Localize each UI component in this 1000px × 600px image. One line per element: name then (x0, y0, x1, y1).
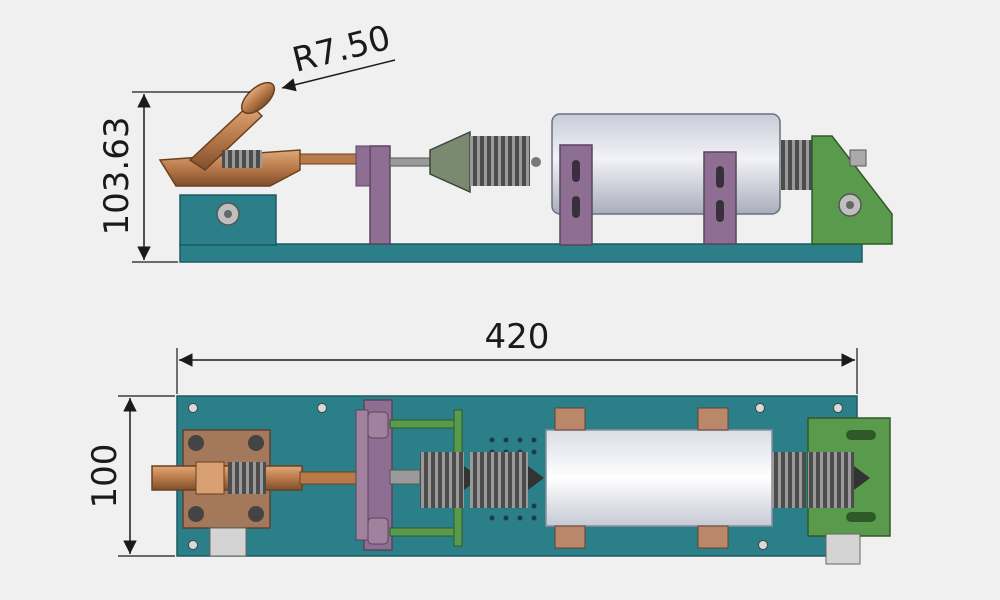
dim-side-height-label: 103.63 (97, 117, 137, 236)
side-spring-2 (780, 140, 814, 190)
top-clamp-spring (228, 462, 266, 494)
top-clamp-body (151, 465, 303, 491)
dim-side-height: 103.63 (97, 91, 250, 263)
side-spring-1 (470, 136, 530, 186)
side-clamp-lever (188, 102, 264, 171)
top-view (151, 395, 891, 565)
dim-top-width: 100 (85, 395, 175, 557)
side-lever-handle (240, 81, 276, 115)
side-base-plate (179, 243, 863, 263)
side-bracket-green (811, 135, 893, 245)
side-bracket-purple-1 (369, 145, 391, 245)
dim-top-length-label: 420 (485, 317, 550, 357)
top-spring-1 (420, 452, 464, 508)
top-bolt-right (825, 533, 861, 565)
top-spring-2 (470, 452, 528, 508)
side-bracket-purple-3 (703, 151, 737, 245)
side-view (158, 81, 893, 263)
side-clamp-spring (222, 150, 262, 168)
dim-top-length: 420 (176, 317, 858, 394)
top-bolt-left (209, 527, 247, 557)
side-nozzle (429, 130, 471, 194)
dim-radius: R7.50 (281, 18, 396, 92)
top-cylinder-clamp-2 (697, 407, 729, 431)
dim-radius-label: R7.50 (289, 18, 395, 81)
top-frame-green (389, 419, 457, 429)
top-spring-3 (772, 452, 806, 508)
top-cylinder (545, 429, 773, 527)
top-cylinder-clamp-1 (554, 407, 586, 431)
dim-top-width-label: 100 (85, 444, 125, 509)
